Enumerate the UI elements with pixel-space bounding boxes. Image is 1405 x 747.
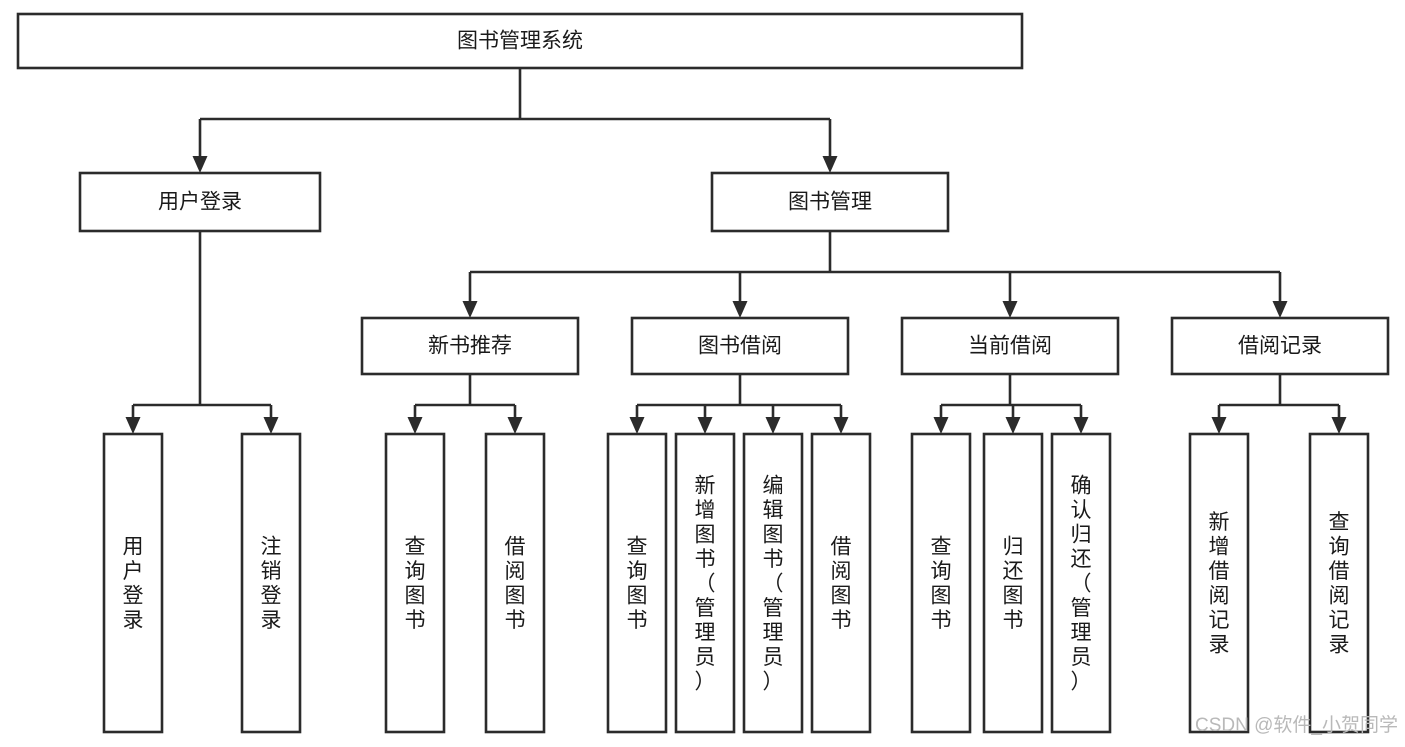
child-1-arrowhead	[732, 301, 748, 318]
leaf-borrow-record-1-label: 查询借阅记录	[1329, 511, 1350, 657]
child-2-arrowhead	[1002, 301, 1018, 318]
leaf-current-borrow-1-label: 归还图书	[1003, 536, 1024, 633]
level2-node-0-rect[interactable]	[78, 171, 322, 233]
leaf-user-login-0-rect[interactable]	[102, 432, 164, 734]
leaf-current-borrow-0-rect[interactable]	[910, 432, 972, 734]
leaf-borrow-record-0[interactable]: 新增借阅记录	[1188, 432, 1250, 734]
child-1-arrowhead	[263, 417, 279, 434]
level3-node-3[interactable]: 借阅记录	[1170, 316, 1390, 376]
level3-node-2[interactable]: 当前借阅	[900, 316, 1120, 376]
level3-node-1-rect[interactable]	[630, 316, 850, 376]
leaf-user-login-1-rect[interactable]	[240, 432, 302, 734]
leaf-book-borrow-0-rect[interactable]	[606, 432, 668, 734]
leaf-current-borrow-2-label: 确认归还（管理员）	[1071, 474, 1092, 693]
root-node-book-management-system-label: 图书管理系统	[457, 30, 583, 53]
leaf-current-borrow-0-label: 查询图书	[931, 536, 952, 633]
leaf-book-borrow-3-rect[interactable]	[810, 432, 872, 734]
level2-node-0-label: 用户登录	[158, 191, 242, 214]
child-2-arrowhead	[765, 417, 781, 434]
level2-node-1-rect[interactable]	[710, 171, 950, 233]
child-0-arrowhead	[629, 417, 645, 434]
child-1-arrowhead	[697, 417, 713, 434]
node-boxes: 图书管理系统用户登录图书管理新书推荐图书借阅当前借阅借阅记录用户登录注销登录查询…	[16, 12, 1390, 734]
level3-node-0-label: 新书推荐	[428, 335, 512, 358]
child-0-arrowhead	[407, 417, 423, 434]
leaf-book-borrow-0[interactable]: 查询图书	[606, 432, 668, 734]
level3-node-0-rect[interactable]	[360, 316, 580, 376]
leaf-user-login-1-label: 注销登录	[261, 536, 282, 633]
child-0-arrowhead	[125, 417, 141, 434]
leaf-borrow-record-1[interactable]: 查询借阅记录	[1308, 432, 1370, 734]
leaf-current-borrow-1[interactable]: 归还图书	[982, 432, 1044, 734]
level3-node-3-rect[interactable]	[1170, 316, 1390, 376]
leaf-current-borrow-1-rect[interactable]	[982, 432, 1044, 734]
leaf-borrow-record-0-label: 新增借阅记录	[1209, 511, 1230, 657]
child-0-arrowhead	[192, 156, 208, 173]
leaf-book-borrow-0-label: 查询图书	[627, 536, 648, 633]
leaf-borrow-record-0-rect[interactable]	[1188, 432, 1250, 734]
child-1-arrowhead	[1331, 417, 1347, 434]
leaf-book-borrow-2[interactable]: 编辑图书（管理员）	[742, 432, 804, 734]
child-0-arrowhead	[462, 301, 478, 318]
connector-lines	[125, 68, 1347, 434]
leaf-book-borrow-2-label: 编辑图书（管理员）	[763, 474, 784, 693]
leaf-new-book-recommend-1[interactable]: 借阅图书	[484, 432, 546, 734]
child-1-arrowhead	[822, 156, 838, 173]
leaf-book-borrow-2-rect[interactable]	[742, 432, 804, 734]
child-2-arrowhead	[1073, 417, 1089, 434]
root-node-book-management-system-rect[interactable]	[16, 12, 1024, 70]
leaf-user-login-0[interactable]: 用户登录	[102, 432, 164, 734]
child-1-arrowhead	[507, 417, 523, 434]
level3-node-3-label: 借阅记录	[1238, 335, 1322, 358]
child-1-arrowhead	[1005, 417, 1021, 434]
leaf-current-borrow-0[interactable]: 查询图书	[910, 432, 972, 734]
child-3-arrowhead	[833, 417, 849, 434]
level3-node-2-rect[interactable]	[900, 316, 1120, 376]
leaf-new-book-recommend-0[interactable]: 查询图书	[384, 432, 446, 734]
root-node-book-management-system[interactable]: 图书管理系统	[16, 12, 1024, 70]
level2-node-1[interactable]: 图书管理	[710, 171, 950, 233]
level3-node-1-label: 图书借阅	[698, 335, 782, 358]
child-3-arrowhead	[1272, 301, 1288, 318]
leaf-current-borrow-2-rect[interactable]	[1050, 432, 1112, 734]
leaf-current-borrow-2[interactable]: 确认归还（管理员）	[1050, 432, 1112, 734]
level3-node-1[interactable]: 图书借阅	[630, 316, 850, 376]
leaf-new-book-recommend-1-label: 借阅图书	[505, 536, 526, 633]
leaf-user-login-1[interactable]: 注销登录	[240, 432, 302, 734]
level2-node-0[interactable]: 用户登录	[78, 171, 322, 233]
leaf-book-borrow-1[interactable]: 新增图书（管理员）	[674, 432, 736, 734]
level2-node-1-label: 图书管理	[788, 191, 872, 214]
level3-node-2-label: 当前借阅	[968, 335, 1052, 358]
level3-node-0[interactable]: 新书推荐	[360, 316, 580, 376]
leaf-user-login-0-label: 用户登录	[123, 536, 144, 633]
leaf-new-book-recommend-1-rect[interactable]	[484, 432, 546, 734]
leaf-new-book-recommend-0-label: 查询图书	[405, 536, 426, 633]
leaf-book-borrow-1-rect[interactable]	[674, 432, 736, 734]
leaf-book-borrow-1-label: 新增图书（管理员）	[695, 474, 716, 693]
child-0-arrowhead	[1211, 417, 1227, 434]
leaf-new-book-recommend-0-rect[interactable]	[384, 432, 446, 734]
csdn-watermark: CSDN @软件_小贺同学	[1195, 714, 1398, 736]
child-0-arrowhead	[933, 417, 949, 434]
leaf-book-borrow-3-label: 借阅图书	[831, 536, 852, 633]
leaf-borrow-record-1-rect[interactable]	[1308, 432, 1370, 734]
leaf-book-borrow-3[interactable]: 借阅图书	[810, 432, 872, 734]
